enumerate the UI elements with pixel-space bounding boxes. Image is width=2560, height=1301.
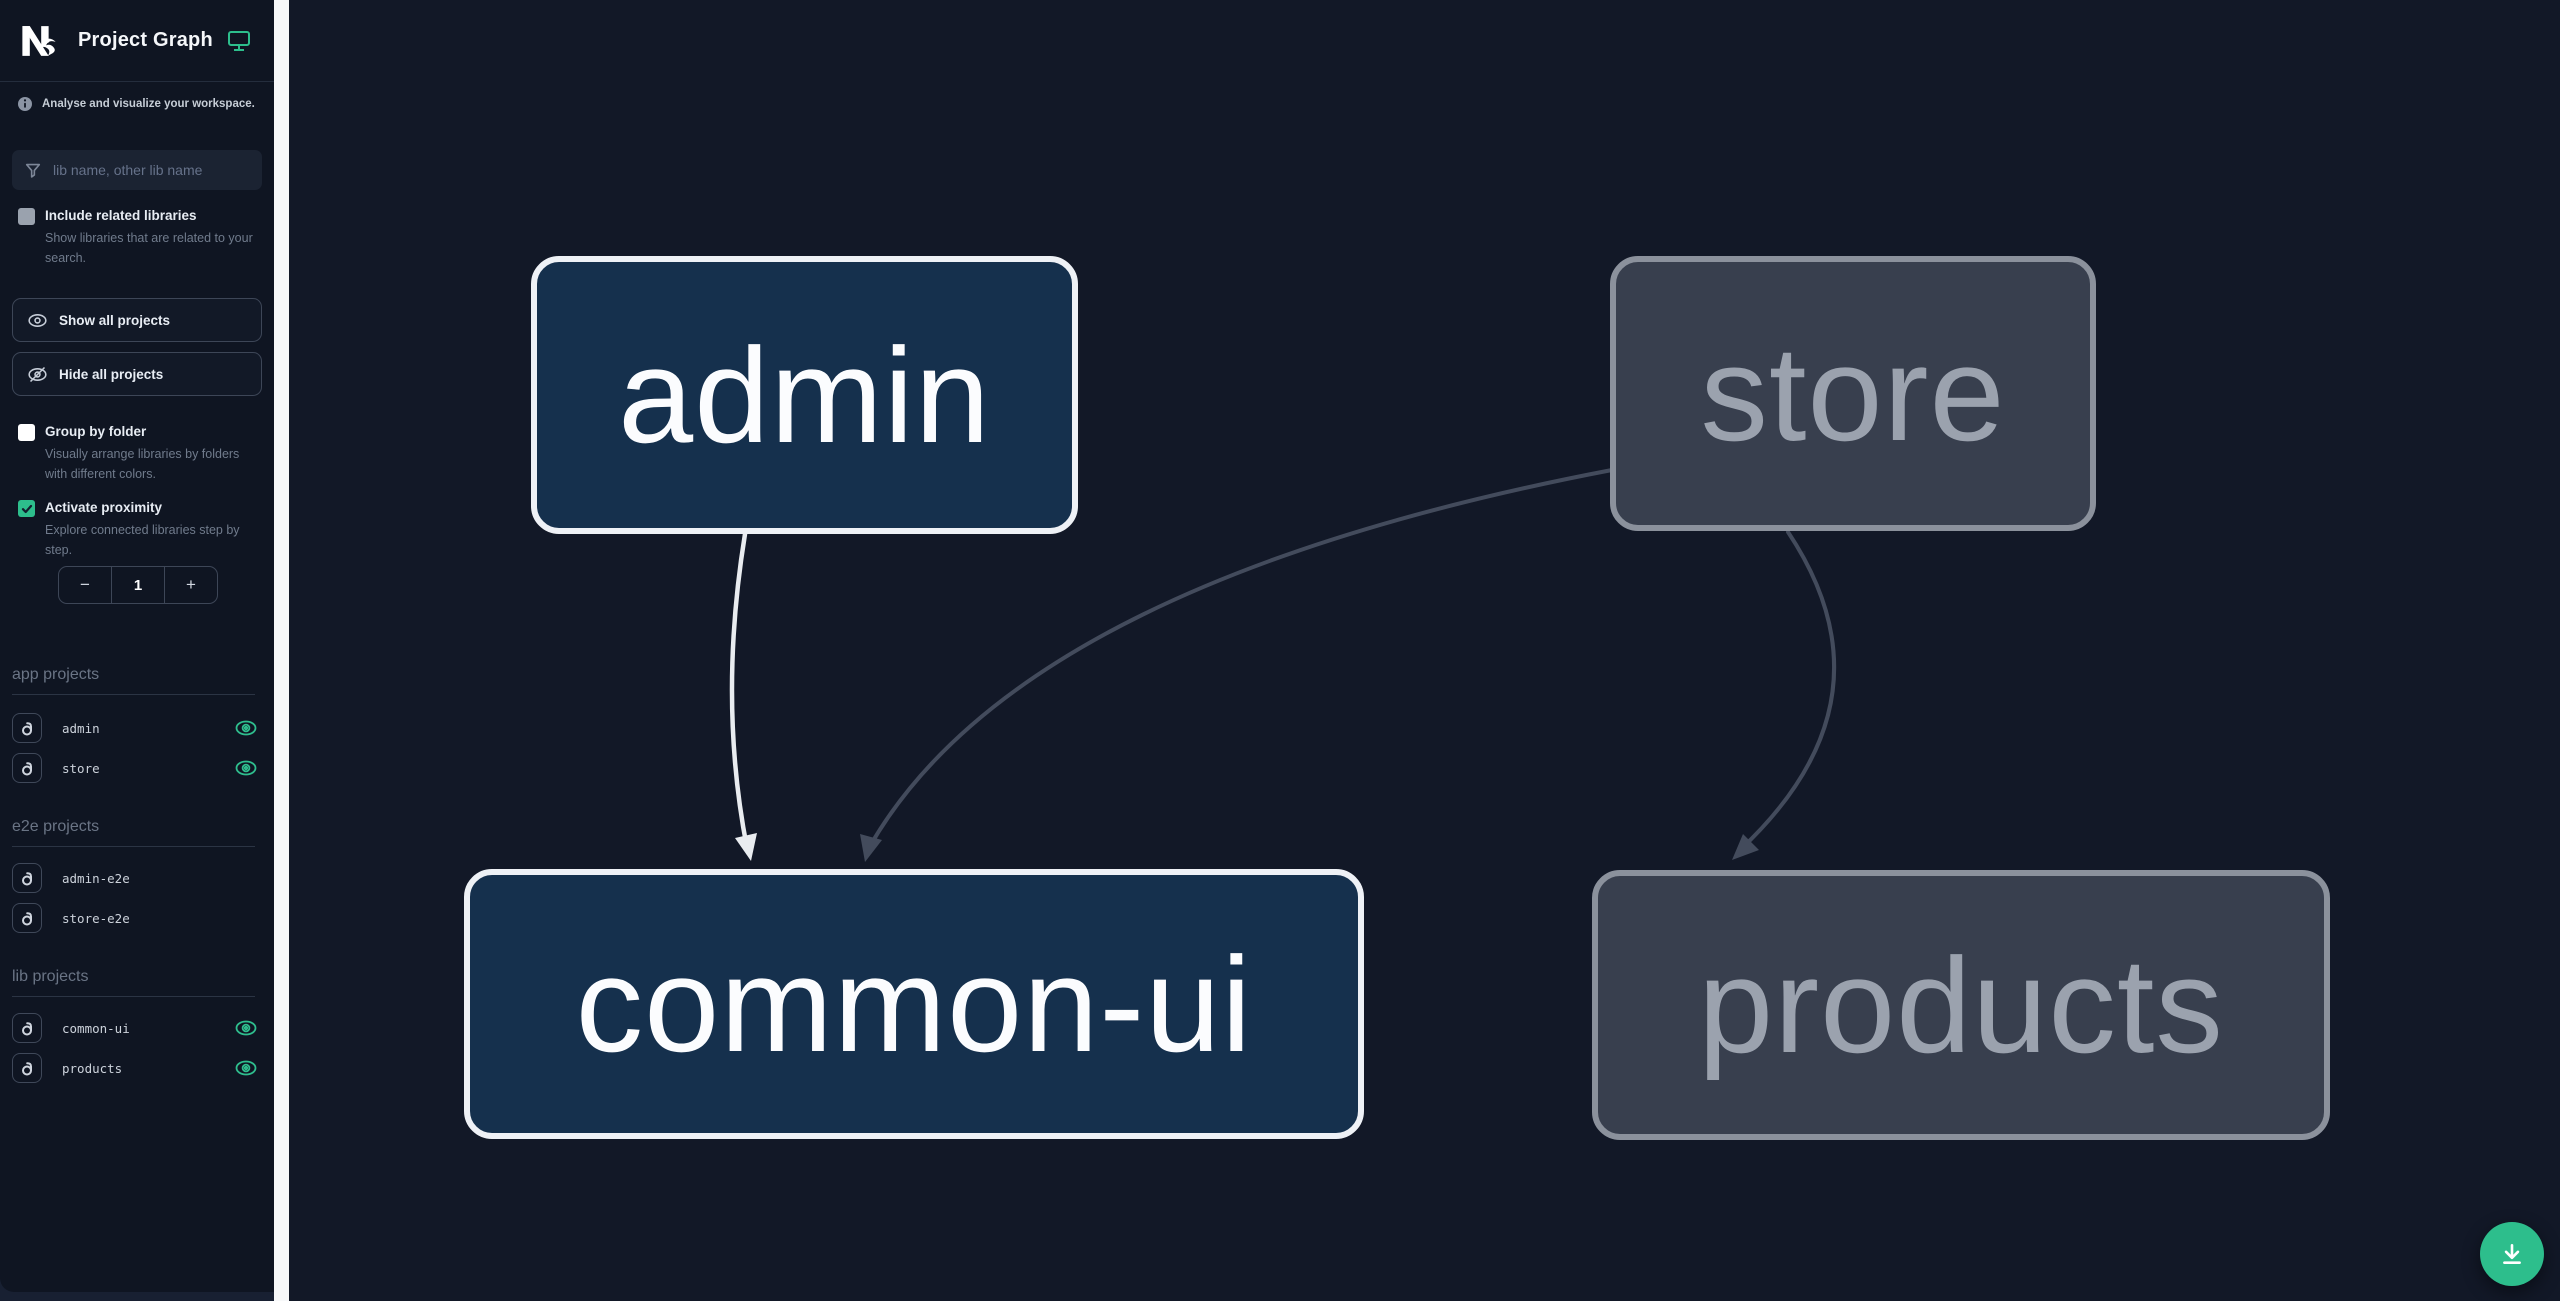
activate-proximity-label[interactable]: Activate proximity <box>45 500 163 515</box>
search-box <box>12 150 262 190</box>
sidebar: Project Graph Analyse and visualize your… <box>0 0 274 1292</box>
group-by-folder-label[interactable]: Group by folder <box>45 424 147 439</box>
group-by-folder-description: Visually arrange libraries by folders wi… <box>45 447 240 481</box>
activate-proximity-description: Explore connected libraries step by step… <box>45 523 240 557</box>
visibility-eye-icon[interactable] <box>234 756 258 780</box>
edge-store-common-ui <box>860 468 1614 862</box>
include-related-checkbox[interactable] <box>18 208 35 225</box>
graph-node-common-ui[interactable]: common-ui <box>464 869 1364 1139</box>
graph-node-admin[interactable]: admin <box>531 256 1078 534</box>
project-type-icon <box>12 863 42 893</box>
project-name: admin-e2e <box>62 870 130 886</box>
section-title-app-projects: app projects <box>12 666 255 695</box>
stepper-value[interactable]: 1 <box>111 567 165 603</box>
stepper-increment-button[interactable]: + <box>186 575 196 594</box>
include-related-description: Show libraries that are related to your … <box>45 231 253 265</box>
visibility-eye-icon[interactable] <box>234 1016 258 1040</box>
graph-edges <box>729 468 1837 862</box>
monitor-icon[interactable] <box>227 30 251 52</box>
nx-logo-icon <box>22 25 56 56</box>
checkmark-icon <box>21 504 32 513</box>
graph-node-store[interactable]: store <box>1610 256 2096 531</box>
sidebar-resize-handle[interactable] <box>274 0 289 1301</box>
hide-all-projects-button[interactable]: Hide all projects <box>12 352 262 396</box>
project-type-icon <box>12 903 42 933</box>
stepper-decrement-button[interactable]: − <box>80 575 90 594</box>
node-label: admin <box>618 319 991 471</box>
graph-canvas[interactable]: admin store common-ui products <box>289 0 2560 1301</box>
node-label: products <box>1698 929 2224 1081</box>
tagline-text: Analyse and visualize your workspace. <box>42 98 255 110</box>
section-title-e2e-projects: e2e projects <box>12 818 255 847</box>
proximity-depth-stepper: − 1 + <box>58 566 218 604</box>
project-row-products[interactable]: products <box>12 1048 262 1088</box>
project-type-icon <box>12 1013 42 1043</box>
node-label: store <box>1700 318 2006 469</box>
graph-node-products[interactable]: products <box>1592 870 2330 1140</box>
sidebar-header: Project Graph <box>0 0 274 82</box>
project-row-admin[interactable]: admin <box>12 708 262 748</box>
group-by-folder-checkbox[interactable] <box>18 424 35 441</box>
edge-admin-common-ui <box>729 531 757 861</box>
download-icon <box>2503 1244 2521 1264</box>
project-row-store-e2e[interactable]: store-e2e <box>12 898 262 938</box>
show-all-projects-label: Show all projects <box>59 312 171 328</box>
page-title: Project Graph <box>78 29 213 51</box>
project-type-icon <box>12 713 42 743</box>
visibility-eye-icon[interactable] <box>234 1056 258 1080</box>
include-related-label[interactable]: Include related libraries <box>45 208 197 223</box>
edge-store-products <box>1732 530 1837 860</box>
project-type-icon <box>12 1053 42 1083</box>
project-row-admin-e2e[interactable]: admin-e2e <box>12 858 262 898</box>
project-row-common-ui[interactable]: common-ui <box>12 1008 262 1048</box>
node-label: common-ui <box>575 928 1253 1080</box>
hide-all-projects-label: Hide all projects <box>59 366 164 382</box>
visibility-eye-icon[interactable] <box>234 716 258 740</box>
project-name: store <box>62 760 100 776</box>
project-name: common-ui <box>62 1020 130 1036</box>
section-title-lib-projects: lib projects <box>12 968 255 997</box>
eye-icon <box>28 313 47 327</box>
download-image-button[interactable] <box>2480 1222 2544 1286</box>
search-input[interactable] <box>53 162 250 178</box>
project-name: admin <box>62 720 100 736</box>
project-row-store[interactable]: store <box>12 748 262 788</box>
activate-proximity-checkbox[interactable] <box>18 500 35 517</box>
info-icon <box>18 97 32 111</box>
eye-off-icon <box>28 366 47 382</box>
show-all-projects-button[interactable]: Show all projects <box>12 298 262 342</box>
workspace-tagline: Analyse and visualize your workspace. <box>18 97 255 111</box>
filter-funnel-icon <box>25 163 41 178</box>
project-type-icon <box>12 753 42 783</box>
project-name: products <box>62 1060 123 1076</box>
project-name: store-e2e <box>62 910 130 926</box>
